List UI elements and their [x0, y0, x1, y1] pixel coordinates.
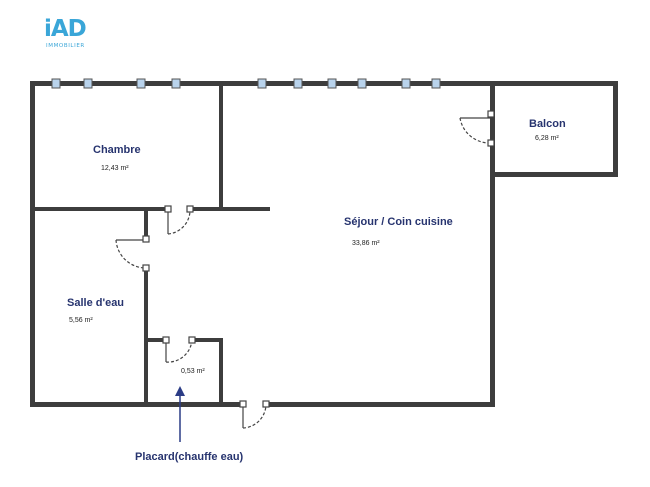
window-pane — [171, 78, 181, 89]
room-label-balcon: Balcon — [529, 118, 566, 130]
salle-eau-door — [115, 235, 150, 272]
doors — [115, 110, 495, 429]
windows — [51, 78, 441, 89]
room-area-balcon: 6,28 m² — [535, 135, 559, 142]
placard-arrow — [175, 386, 185, 442]
logo-subtext: IMMOBILIER — [46, 43, 85, 49]
window-pane — [51, 78, 61, 89]
room-label-salle-eau: Salle d'eau — [67, 297, 125, 309]
placard-door — [162, 336, 196, 363]
window-pane — [257, 78, 267, 89]
room-area-placard: 0,53 m² — [181, 368, 205, 375]
window-pane — [357, 78, 367, 89]
room-area-salle-eau: 5,56 m² — [69, 317, 93, 324]
placard-caption: Placard(chauffe eau) — [135, 451, 244, 463]
window-pane — [327, 78, 337, 89]
chambre-door — [164, 205, 194, 235]
logo-text: iAD — [44, 16, 87, 42]
window-pane — [293, 78, 303, 89]
room-label-sejour: Séjour / Coin cuisine — [344, 216, 453, 228]
window-pane — [431, 78, 441, 89]
balcony-door — [459, 110, 495, 147]
room-area-sejour: 33,86 m² — [352, 240, 380, 247]
room-label-chambre: Chambre — [93, 144, 141, 156]
window-pane — [401, 78, 411, 89]
room-area-chambre: 12,43 m² — [101, 165, 129, 172]
window-pane — [83, 78, 93, 89]
iad-logo: iAD IMMOBILIER — [44, 16, 104, 56]
entrance-door — [239, 400, 270, 429]
window-pane — [136, 78, 146, 89]
